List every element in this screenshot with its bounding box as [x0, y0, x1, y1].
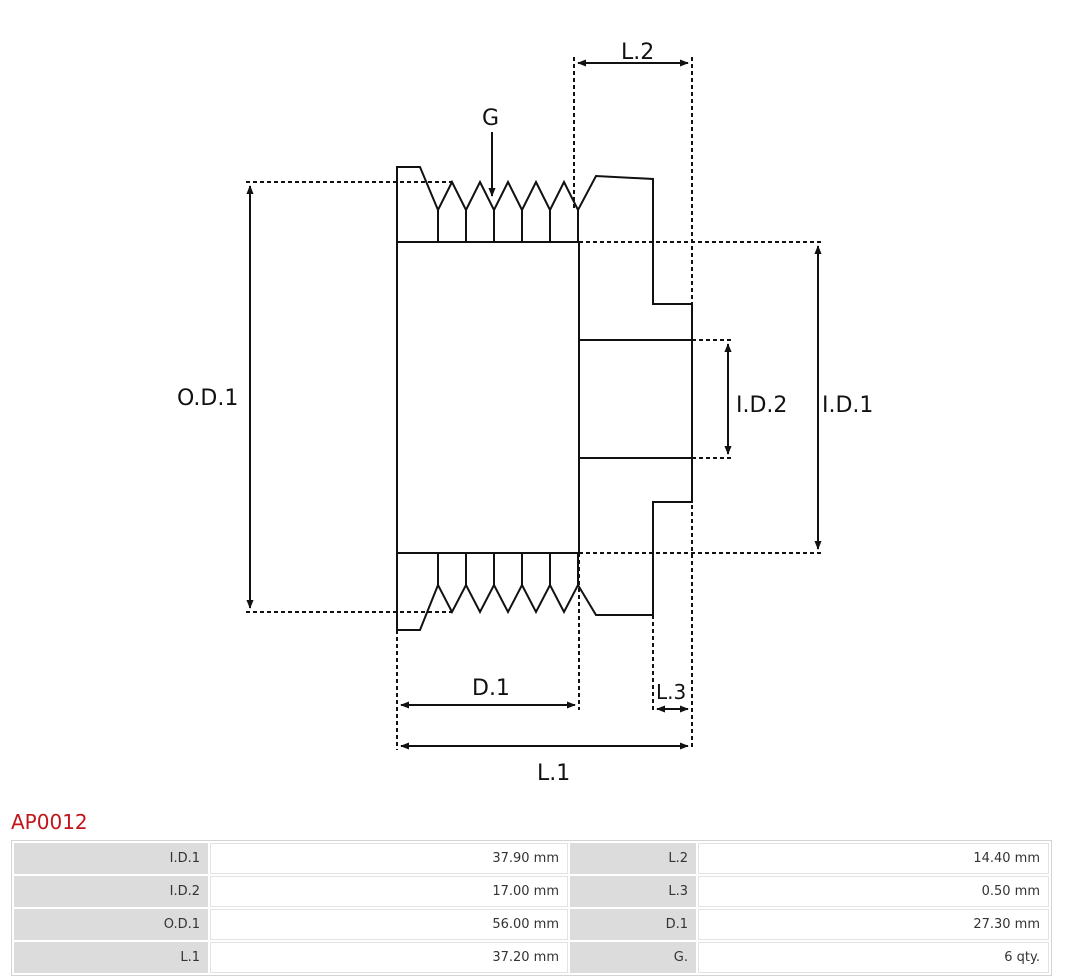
spec-value: 17.00 mm — [210, 876, 568, 907]
label-od1: O.D.1 — [177, 386, 238, 411]
spec-key: G. — [570, 942, 696, 973]
spec-value: 27.30 mm — [698, 909, 1049, 940]
part-number-title: AP0012 — [11, 810, 88, 834]
extension-lines — [246, 57, 822, 750]
spec-key: D.1 — [570, 909, 696, 940]
label-id2: I.D.2 — [736, 393, 787, 418]
dimension-labels: O.D.1 I.D.1 I.D.2 L.2 G D.1 L.3 L.1 — [177, 40, 873, 786]
label-l2: L.2 — [621, 40, 654, 65]
spec-key: O.D.1 — [14, 909, 208, 940]
table-row: L.1 37.20 mm G. 6 qty. — [14, 942, 1049, 973]
spec-value: 14.40 mm — [698, 843, 1049, 874]
spec-key: L.2 — [570, 843, 696, 874]
spec-key: I.D.1 — [14, 843, 208, 874]
label-l1: L.1 — [537, 761, 570, 786]
spec-value: 56.00 mm — [210, 909, 568, 940]
label-g: G — [482, 106, 499, 131]
table-row: O.D.1 56.00 mm D.1 27.30 mm — [14, 909, 1049, 940]
pulley-outline — [396, 166, 693, 631]
spec-key: L.1 — [14, 942, 208, 973]
spec-key: L.3 — [570, 876, 696, 907]
label-id1: I.D.1 — [822, 393, 873, 418]
spec-value: 6 qty. — [698, 942, 1049, 973]
label-d1: D.1 — [472, 676, 510, 701]
table-row: I.D.1 37.90 mm L.2 14.40 mm — [14, 843, 1049, 874]
label-l3: L.3 — [656, 680, 686, 704]
table-row: I.D.2 17.00 mm L.3 0.50 mm — [14, 876, 1049, 907]
specifications-table: I.D.1 37.90 mm L.2 14.40 mm I.D.2 17.00 … — [11, 840, 1052, 976]
dimension-lines — [246, 59, 822, 750]
spec-value: 0.50 mm — [698, 876, 1049, 907]
spec-key: I.D.2 — [14, 876, 208, 907]
pulley-dimension-diagram: O.D.1 I.D.1 I.D.2 L.2 G D.1 L.3 L.1 — [177, 40, 873, 786]
spec-value: 37.20 mm — [210, 942, 568, 973]
spec-value: 37.90 mm — [210, 843, 568, 874]
